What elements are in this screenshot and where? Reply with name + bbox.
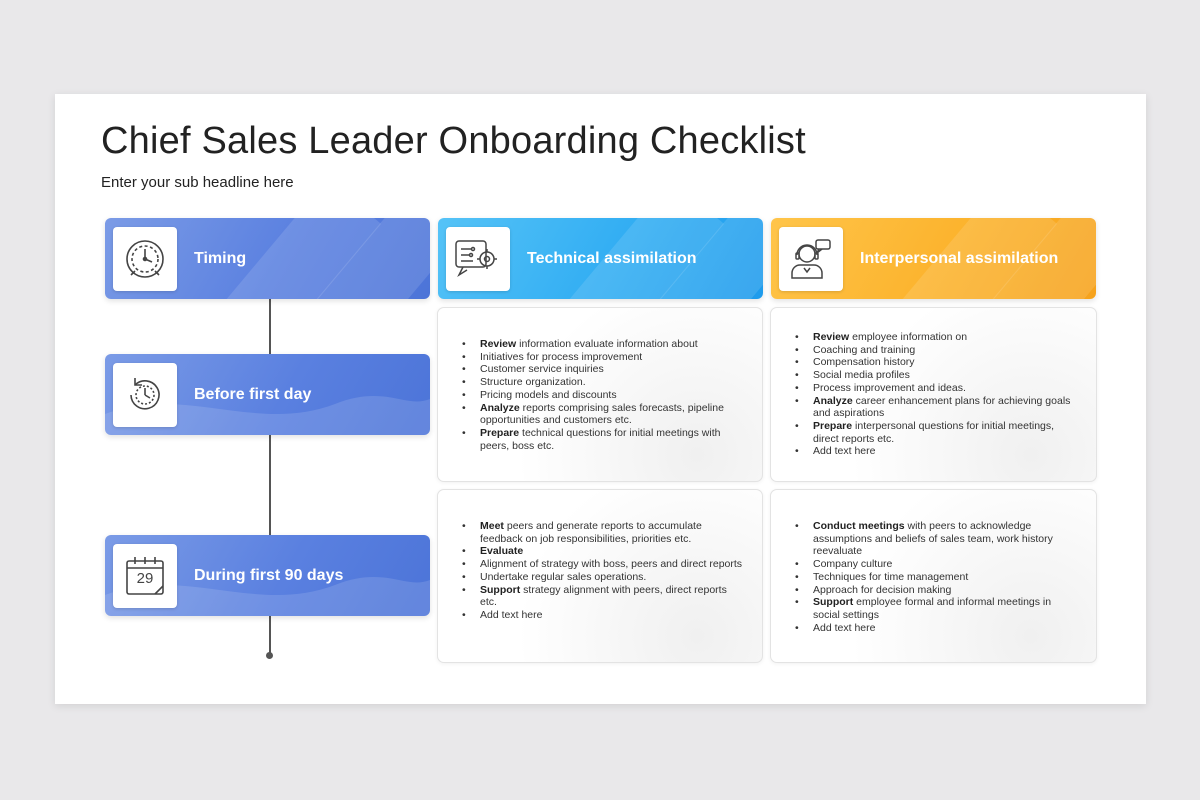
list-item-text: technical questions for initial meetings…: [480, 426, 721, 452]
list-item: Structure organization.: [462, 376, 746, 389]
list-item-bold: Prepare: [480, 426, 520, 439]
list-item: Process improvement and ideas.: [795, 382, 1080, 395]
list-item-bold: Support: [480, 583, 521, 596]
list-item: Analyze reports comprising sales forecas…: [462, 402, 746, 427]
clock-history-icon: [113, 362, 177, 427]
before-first-day-card: Before first day: [105, 354, 430, 435]
circuit-gear-icon: [446, 226, 510, 291]
list-item-bold: Evaluate: [480, 545, 524, 558]
interpersonal-before-panel: Review employee information onCoaching a…: [770, 307, 1097, 482]
list-item: Techniques for time management: [795, 571, 1080, 584]
list-item: Evaluate: [462, 545, 746, 558]
list-item: Add text here: [795, 445, 1080, 458]
technical-before-list: Review information evaluate information …: [462, 338, 746, 452]
list-item: Initiatives for process improvement: [462, 351, 746, 364]
list-item-text: Compensation history: [813, 356, 915, 369]
list-item-text: Pricing models and discounts: [480, 388, 617, 401]
list-item-text: Alignment of strategy with boss, peers a…: [480, 558, 743, 571]
list-item-text: reports comprising sales forecasts, pipe…: [480, 401, 724, 427]
list-item: Company culture: [795, 558, 1080, 571]
list-item: Support strategy alignment with peers, d…: [462, 584, 746, 609]
list-item-text: employee formal and informal meetings in…: [813, 596, 1052, 621]
calendar-day-number: 29: [136, 569, 154, 587]
clock-gear-icon: [113, 226, 177, 291]
list-item-text: interpersonal questions for initial meet…: [813, 419, 1055, 445]
list-item-text: Add text here: [813, 445, 876, 458]
list-item-text: career enhancement plans for achieving g…: [813, 394, 1071, 420]
interpersonal-90-panel: Conduct meetings with peers to acknowled…: [770, 489, 1097, 663]
list-item: Add text here: [462, 609, 746, 622]
timeline-end-dot: [266, 652, 273, 659]
list-item-text: Initiatives for process improvement: [480, 350, 643, 363]
list-item-text: Social media profiles: [813, 369, 910, 382]
list-item-text: Approach for decision making: [813, 583, 952, 596]
list-item: Add text here: [795, 622, 1080, 635]
slide: Chief Sales Leader Onboarding Checklist …: [55, 94, 1146, 704]
list-item-bold: Meet: [480, 520, 504, 532]
page-title: Chief Sales Leader Onboarding Checklist: [101, 120, 806, 162]
timing-header-card: Timing: [105, 218, 430, 299]
interpersonal-header-card: Interpersonal assimilation: [771, 218, 1096, 299]
list-item-text: Process improvement and ideas.: [813, 381, 966, 394]
technical-header-label: Technical assimilation: [527, 249, 697, 267]
list-item-text: information evaluate information about: [516, 338, 698, 350]
list-item: Compensation history: [795, 356, 1080, 369]
interpersonal-90-list: Conduct meetings with peers to acknowled…: [795, 520, 1080, 634]
list-item: Analyze career enhancement plans for ach…: [795, 395, 1080, 420]
list-item: Social media profiles: [795, 369, 1080, 382]
list-item: Customer service inquiries: [462, 363, 746, 376]
row-label-before-first-day: Before first day: [194, 385, 312, 403]
list-item-text: Company culture: [813, 558, 893, 571]
technical-before-panel: Review information evaluate information …: [437, 307, 763, 482]
list-item-bold: Support: [813, 596, 854, 609]
list-item-text: Add text here: [813, 621, 876, 634]
list-item-text: Coaching and training: [813, 343, 916, 356]
list-item-text: Structure organization.: [480, 376, 586, 389]
list-item: Review information evaluate information …: [462, 338, 746, 351]
list-item-text: Add text here: [480, 608, 543, 621]
list-item-bold: Conduct meetings: [813, 520, 905, 532]
list-item-bold: Analyze: [480, 401, 520, 414]
list-item: Alignment of strategy with boss, peers a…: [462, 558, 746, 571]
list-item: Coaching and training: [795, 344, 1080, 357]
list-item: Support employee formal and informal mee…: [795, 596, 1080, 621]
list-item: Prepare interpersonal questions for init…: [795, 420, 1080, 445]
list-item-bold: Prepare: [813, 419, 853, 432]
technical-header-card: Technical assimilation: [438, 218, 763, 299]
list-item-text: Undertake regular sales operations.: [480, 570, 647, 583]
list-item: Pricing models and discounts: [462, 389, 746, 402]
list-item: Undertake regular sales operations.: [462, 571, 746, 584]
interpersonal-header-label: Interpersonal assimilation: [860, 249, 1059, 267]
list-item-text: Techniques for time management: [813, 570, 969, 583]
list-item-bold: Review: [813, 331, 850, 343]
interpersonal-before-list: Review employee information onCoaching a…: [795, 331, 1080, 458]
first-90-days-card: 29 During first 90 days: [105, 535, 430, 616]
list-item: Review employee information on: [795, 331, 1080, 344]
row-label-first-90-days: During first 90 days: [194, 566, 344, 584]
list-item: Approach for decision making: [795, 584, 1080, 597]
technical-90-panel: Meet peers and generate reports to accum…: [437, 489, 763, 663]
timeline-line: [269, 299, 271, 656]
list-item: Conduct meetings with peers to acknowled…: [795, 520, 1080, 558]
list-item-text: employee information on: [849, 331, 968, 343]
list-item-text: Customer service inquiries: [480, 363, 604, 376]
list-item: Prepare technical questions for initial …: [462, 427, 746, 452]
list-item-bold: Review: [480, 338, 517, 350]
timing-header-label: Timing: [194, 249, 247, 267]
calendar-icon: 29: [113, 543, 177, 608]
list-item: Meet peers and generate reports to accum…: [462, 520, 746, 545]
page-subtitle: Enter your sub headline here: [101, 174, 294, 191]
list-item-text: strategy alignment with peers, direct re…: [480, 583, 727, 609]
support-agent-icon: [779, 226, 843, 291]
list-item-bold: Analyze: [813, 394, 853, 407]
list-item-text: peers and generate reports to accumulate…: [480, 520, 702, 545]
technical-90-list: Meet peers and generate reports to accum…: [462, 520, 746, 622]
list-item-text: with peers to acknowledge assumptions an…: [813, 520, 1053, 558]
